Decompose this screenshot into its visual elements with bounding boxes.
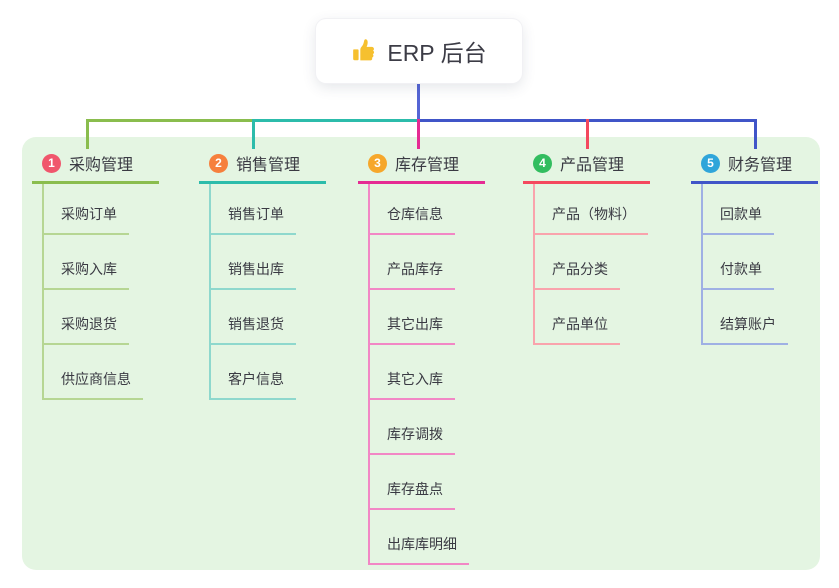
bus-line-segment-2 <box>253 119 420 122</box>
branch-3: 3 库存管理仓库信息产品库存其它出库其它入库库存调拨库存盘点出库库明细 <box>358 151 485 565</box>
branch-index-badge: 2 <box>209 153 228 173</box>
child-row: 出库库明细 <box>368 510 485 565</box>
branch-node[interactable]: 4 产品管理 <box>523 151 650 184</box>
branch-children: 仓库信息产品库存其它出库其它入库库存调拨库存盘点出库库明细 <box>368 184 485 565</box>
branch-label: 采购管理 <box>69 157 134 174</box>
branch-drop-line-2 <box>252 119 255 149</box>
child-node[interactable]: 其它入库 <box>370 369 455 400</box>
branch-label: 产品管理 <box>560 157 625 174</box>
root-node[interactable]: ERP 后台 <box>316 19 522 83</box>
child-row: 销售退货 <box>209 290 326 345</box>
child-node[interactable]: 回款单 <box>703 204 774 235</box>
child-row: 客户信息 <box>209 345 326 400</box>
child-node[interactable]: 出库库明细 <box>370 534 469 565</box>
branch-label: 销售管理 <box>236 157 301 174</box>
branch-index-badge: 4 <box>533 153 552 173</box>
branch-index-badge: 3 <box>368 153 387 173</box>
bus-line-segment-1 <box>87 119 256 122</box>
child-row: 其它出库 <box>368 290 485 345</box>
branch-drop-line-1 <box>86 119 89 149</box>
child-row: 供应商信息 <box>42 345 159 400</box>
child-row: 采购入库 <box>42 235 159 290</box>
child-row: 回款单 <box>701 184 818 235</box>
child-node[interactable]: 库存调拨 <box>370 424 455 455</box>
child-node[interactable]: 其它出库 <box>370 314 455 345</box>
root-connector-line <box>417 83 420 120</box>
branch-children: 产品（物料） 产品分类产品单位 <box>533 184 650 345</box>
child-node[interactable]: 产品库存 <box>370 259 455 290</box>
child-row: 销售出库 <box>209 235 326 290</box>
branch-drop-line-4 <box>586 119 589 149</box>
child-node[interactable]: 产品（物料） <box>535 204 648 235</box>
branch-children: 销售订单销售出库销售退货客户信息 <box>209 184 326 400</box>
child-node[interactable]: 销售订单 <box>211 204 296 235</box>
child-row: 仓库信息 <box>368 184 485 235</box>
branch-label: 库存管理 <box>395 157 460 174</box>
child-row: 其它入库 <box>368 345 485 400</box>
child-row: 产品库存 <box>368 235 485 290</box>
child-node[interactable]: 采购订单 <box>44 204 129 235</box>
branch-children: 采购订单采购入库采购退货供应商信息 <box>42 184 159 400</box>
child-node[interactable]: 采购入库 <box>44 259 129 290</box>
child-row: 结算账户 <box>701 290 818 345</box>
branch-drop-line-3 <box>417 119 420 149</box>
branch-2: 2 销售管理销售订单销售出库销售退货客户信息 <box>199 151 326 400</box>
child-row: 销售订单 <box>209 184 326 235</box>
branch-drop-line-5 <box>754 119 757 149</box>
child-node[interactable]: 付款单 <box>703 259 774 290</box>
branch-5: 5 财务管理回款单付款单结算账户 <box>691 151 818 345</box>
child-row: 付款单 <box>701 235 818 290</box>
branch-node[interactable]: 3 库存管理 <box>358 151 485 184</box>
branch-1: 1 采购管理采购订单采购入库采购退货供应商信息 <box>32 151 159 400</box>
mindmap-panel <box>22 137 820 570</box>
branch-label: 财务管理 <box>728 157 793 174</box>
child-row: 产品单位 <box>533 290 650 345</box>
child-node[interactable]: 供应商信息 <box>44 369 143 400</box>
root-label: ERP 后台 <box>387 40 487 66</box>
child-node[interactable]: 结算账户 <box>703 314 788 345</box>
child-node[interactable]: 采购退货 <box>44 314 129 345</box>
thumbs-up-icon <box>351 38 377 64</box>
branch-4: 4 产品管理产品（物料） 产品分类产品单位 <box>523 151 650 345</box>
child-node[interactable]: 客户信息 <box>211 369 296 400</box>
child-node[interactable]: 库存盘点 <box>370 479 455 510</box>
child-node[interactable]: 产品分类 <box>535 259 620 290</box>
child-row: 产品分类 <box>533 235 650 290</box>
child-row: 库存调拨 <box>368 400 485 455</box>
branch-children: 回款单付款单结算账户 <box>701 184 818 345</box>
branch-node[interactable]: 1 采购管理 <box>32 151 159 184</box>
branch-node[interactable]: 2 销售管理 <box>199 151 326 184</box>
child-row: 采购订单 <box>42 184 159 235</box>
child-node[interactable]: 产品单位 <box>535 314 620 345</box>
branch-node[interactable]: 5 财务管理 <box>691 151 818 184</box>
child-node[interactable]: 销售出库 <box>211 259 296 290</box>
child-row: 库存盘点 <box>368 455 485 510</box>
branch-index-badge: 5 <box>701 153 720 173</box>
branch-index-badge: 1 <box>42 153 61 173</box>
child-node[interactable]: 仓库信息 <box>370 204 455 235</box>
child-row: 产品（物料） <box>533 184 650 235</box>
child-row: 采购退货 <box>42 290 159 345</box>
child-node[interactable]: 销售退货 <box>211 314 296 345</box>
